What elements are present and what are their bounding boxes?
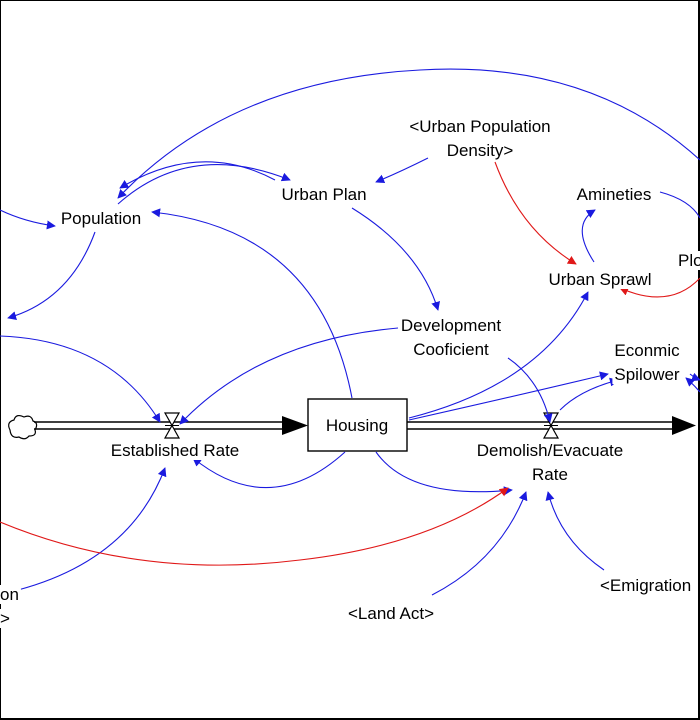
link-housing-to-established-rate xyxy=(192,451,346,489)
urban-population-density-label-line1: <Urban Population xyxy=(409,117,550,136)
link-urban-plan-to-development xyxy=(351,207,440,311)
link-housing-to-population xyxy=(151,208,353,399)
link-right-to-urban-sprawl xyxy=(619,277,700,298)
link-amineties-to-right xyxy=(659,191,700,219)
label-background xyxy=(398,316,504,335)
link-left-to-demolish-rate xyxy=(0,487,509,566)
label-background xyxy=(0,585,21,604)
label-background xyxy=(612,365,682,384)
label-background xyxy=(407,117,553,136)
link-right-to-spilower xyxy=(685,377,700,393)
link-big-loop-to-population xyxy=(117,68,700,199)
emigration-label-partial: <Emigration xyxy=(600,576,691,595)
urban-population-density-label-line2: Density> xyxy=(447,141,514,160)
amineties-label: Amineties xyxy=(577,185,652,204)
link-density-to-urban-plan xyxy=(375,157,429,184)
label-background xyxy=(323,416,391,435)
label-background xyxy=(612,341,683,360)
demolish-rate-valve-icon xyxy=(542,412,560,439)
econmic-spilower-label-line2: Spilower xyxy=(614,365,680,384)
link-emigration-to-demolish-rate xyxy=(545,491,605,571)
cloud-source-icon xyxy=(8,414,38,440)
link-development-to-demolish-rate xyxy=(507,357,553,423)
label-background xyxy=(411,340,492,359)
link-housing-to-urban-sprawl xyxy=(408,291,589,419)
flow-pipe xyxy=(8,414,696,440)
link-left-to-established-rate-lower xyxy=(17,467,167,591)
label-background xyxy=(0,609,12,628)
label-background xyxy=(279,185,369,204)
label-background xyxy=(676,251,700,270)
left-partial-label-1: on xyxy=(0,585,19,604)
label-background xyxy=(345,604,437,623)
link-housing-to-demolish-rate xyxy=(375,451,513,496)
established-rate-label: Established Rate xyxy=(111,441,240,460)
land-act-label: <Land Act> xyxy=(348,604,434,623)
label-background xyxy=(574,185,654,204)
label-background xyxy=(444,141,516,160)
label-background xyxy=(546,270,654,289)
link-flow-to-spilower xyxy=(559,377,619,411)
link-left-to-established-rate xyxy=(0,335,161,423)
link-land-act-to-demolish-rate xyxy=(431,491,528,596)
link-population-to-urban-plan xyxy=(117,164,291,205)
urban-plan-label: Urban Plan xyxy=(281,185,366,204)
established-rate-valve-icon xyxy=(163,412,181,439)
development-cooficient-label-line1: Development xyxy=(401,316,501,335)
label-background xyxy=(598,576,694,595)
label-background xyxy=(474,441,626,460)
link-housing-to-spilower xyxy=(408,371,609,421)
housing-label: Housing xyxy=(326,416,388,435)
development-cooficient-label-line2: Cooficient xyxy=(413,340,489,359)
label-background xyxy=(530,465,570,484)
econmic-spilower-label-line1: Econmic xyxy=(614,341,680,360)
urban-sprawl-label: Urban Sprawl xyxy=(549,270,652,289)
link-urban-sprawl-to-amineties xyxy=(581,209,596,263)
plo-label-partial: Plo xyxy=(678,251,700,270)
link-left-to-population xyxy=(0,209,56,230)
link-development-to-established-rate xyxy=(179,327,399,425)
link-population-to-left xyxy=(7,231,96,321)
left-partial-label-2: > xyxy=(0,609,10,628)
demolish-evacuate-rate-label-line1: Demolish/Evacuate xyxy=(477,441,623,460)
label-background xyxy=(58,209,144,228)
label-background xyxy=(108,441,242,460)
demolish-evacuate-rate-label-line2: Rate xyxy=(532,465,568,484)
population-label: Population xyxy=(61,209,141,228)
link-density-to-urban-sprawl xyxy=(494,161,577,265)
